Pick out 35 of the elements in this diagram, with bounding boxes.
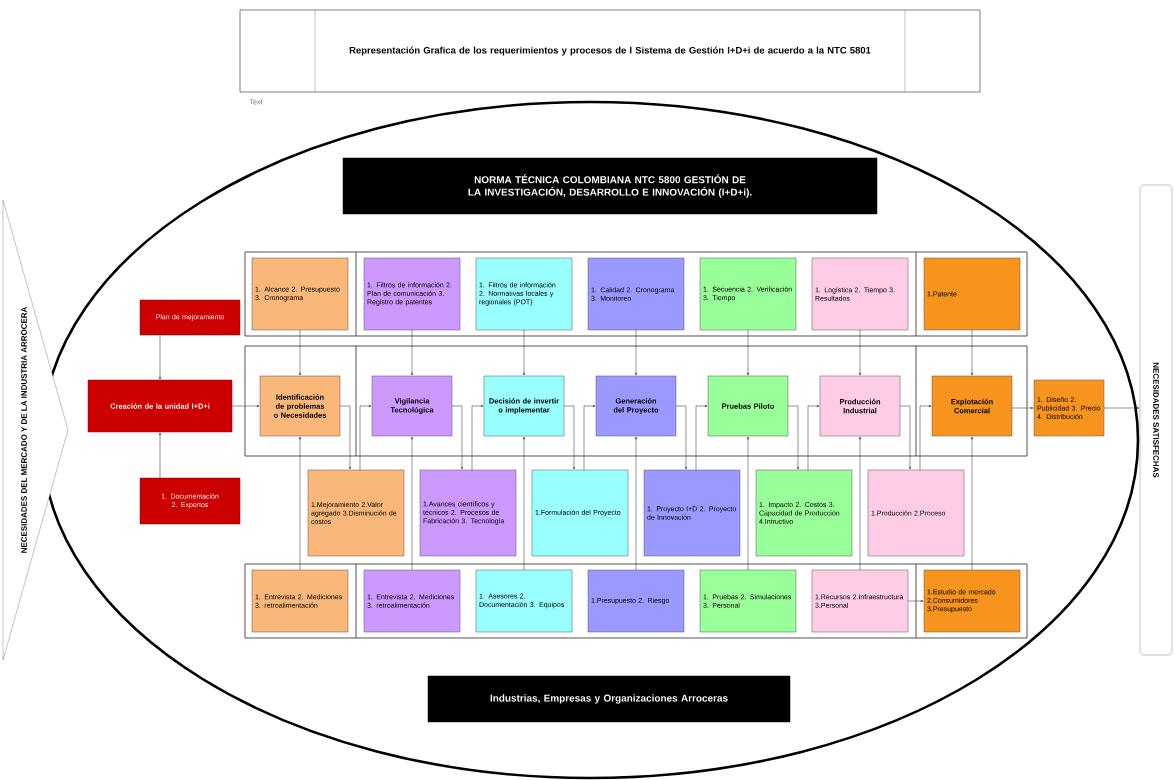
arrow [471,404,484,471]
arrow [339,405,352,470]
banner: NORMA TÉCNICA COLOMBIANA NTC 5800 GESTIÓN DE LA INVESTIGACIÓN, DESARROLLO E INNOVACIÓN (I+D+i). [342,157,878,215]
arrow [298,436,302,571]
arrow [787,405,800,470]
arrow [522,329,526,376]
arrow [522,436,526,571]
arrow [858,436,862,571]
arrow [1011,406,1034,410]
arrow [970,436,974,571]
arrow [410,329,414,376]
arrow [634,436,638,571]
arrow [158,334,162,380]
arrow [410,436,414,571]
arrow [858,329,862,376]
arrow [675,405,688,470]
arrow [359,404,372,471]
arrow [563,405,576,470]
arrow [970,329,974,376]
arrow [907,599,924,603]
arrow [746,436,750,571]
arrow [583,404,596,471]
banner: Industrias, Empresas y Organizaciones Arroceras [427,675,791,723]
title-box: Representación Grafica de los requerimientos y procesos de l Sistema de Gestión I+D+i de acuerdo a la NTC 5801 [239,9,981,93]
arrow [695,404,708,471]
arrow [1103,406,1140,410]
arrow [919,404,932,471]
arrow [807,404,820,471]
arrow [231,404,260,408]
arrow [746,329,750,376]
arrow [451,405,464,470]
arrow [634,329,638,376]
arrow [298,329,302,376]
arrow [158,432,162,479]
arrow [899,405,912,470]
